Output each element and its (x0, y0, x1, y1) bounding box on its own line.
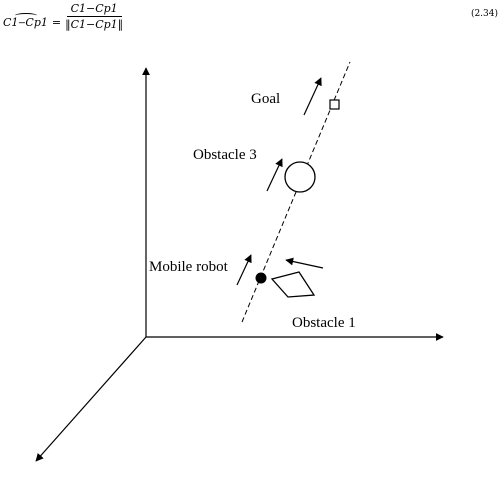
mobile-robot-label: Mobile robot (149, 259, 229, 275)
obstacle-1-label: Obstacle 1 (292, 315, 356, 331)
obstacle-3-velocity-arrow (266, 158, 283, 192)
goal-marker (329, 99, 340, 110)
z-axis (35, 336, 147, 462)
obstacle-3-circle (284, 161, 316, 193)
equation-numerator: C1−Cp1 (66, 3, 122, 17)
robot-velocity-arrow (236, 254, 252, 286)
equation: C1‒Cp1 = C1−Cp1 ‖C1−Cp1‖ (3, 3, 123, 30)
equation-fraction: C1−Cp1 ‖C1−Cp1‖ (65, 3, 123, 30)
equation-lhs-text: C1‒Cp1 (3, 13, 48, 29)
equals-sign: = (51, 16, 62, 29)
mobile-robot-dot (255, 272, 267, 284)
goal-label: Goal (251, 91, 280, 107)
obstacle-3-label: Obstacle 3 (193, 147, 257, 163)
equation-lhs: C1‒Cp1 (3, 13, 48, 29)
obstacle-1-velocity-arrow (285, 257, 324, 269)
obstacle-1-shape (270, 271, 316, 298)
equation-number: (2.34) (470, 9, 498, 19)
goal-velocity-arrow (303, 77, 322, 116)
equation-denominator: ‖C1−Cp1‖ (65, 18, 124, 31)
